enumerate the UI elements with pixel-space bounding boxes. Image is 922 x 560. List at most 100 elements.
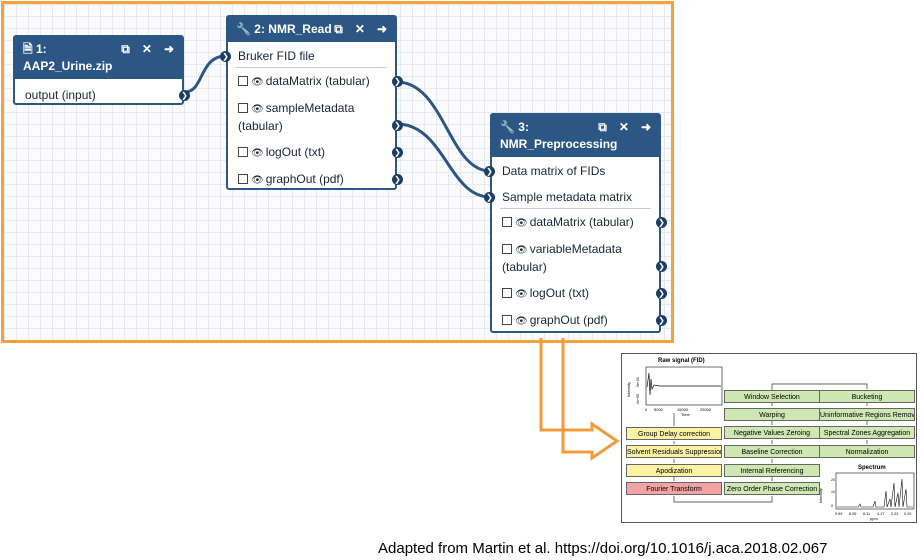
spectrum-ytick: 0: [831, 504, 833, 508]
raw-xtick: 0: [645, 407, 648, 412]
input-label: Bruker FID file: [238, 49, 315, 63]
input-label: Sample metadata matrix: [502, 190, 633, 204]
spectrum-xtick: 8.05: [849, 512, 856, 516]
checkbox[interactable]: [238, 76, 248, 86]
output-terminal[interactable]: ❯: [656, 315, 667, 326]
wire-n2-n3-samplemetadata: [396, 122, 491, 199]
spectrum-ylabel: Intensity: [818, 488, 823, 503]
checkbox[interactable]: [502, 244, 512, 254]
checkbox[interactable]: [502, 315, 512, 325]
raw-ylabel: Intensity: [626, 382, 631, 397]
spectrum-ytick: 10: [831, 490, 835, 494]
node-1-title-step: 1:: [36, 42, 47, 56]
step-internal-referencing: Internal Referencing: [724, 464, 820, 477]
output-label-cont: (tabular): [238, 119, 283, 133]
eye-icon[interactable]: 👁: [251, 77, 264, 88]
eye-icon[interactable]: 👁: [515, 245, 528, 256]
output-terminal[interactable]: ❯: [392, 76, 403, 87]
node-2-header[interactable]: 🔧 2: NMR_Read ⧉ ✕ ➜: [228, 17, 395, 42]
node-1-header[interactable]: 🗎 1: AAP2_Urine.zip ⧉ ✕ ➜: [15, 37, 182, 79]
node-1-title-name: AAP2_Urine.zip: [23, 59, 113, 73]
wrench-icon: 🔧: [236, 22, 251, 36]
step-zones-aggregation: Spectral Zones Aggregation: [819, 426, 915, 439]
output-label: sampleMetadata: [265, 101, 355, 115]
output-terminal[interactable]: ❯: [656, 261, 667, 272]
raw-xtick: 15000: [677, 407, 689, 412]
spectrum-xtick: 2.23: [891, 512, 898, 516]
node-3-header[interactable]: 🔧 3: NMR_Preprocessing ⧉ ✕ ➜: [492, 115, 659, 157]
checkbox[interactable]: [502, 288, 512, 298]
arrow-right-icon[interactable]: ➜: [376, 22, 387, 36]
output-row: 👁graphOut (pdf) ❯: [492, 312, 667, 330]
arrow-right-icon[interactable]: ➜: [640, 120, 651, 134]
raw-xtick: 5000: [654, 407, 664, 412]
output-label: graphOut (pdf): [529, 313, 608, 327]
checkbox[interactable]: [502, 217, 512, 227]
output-row: 👁sampleMetadata (tabular) ❯: [228, 100, 403, 135]
output-label: dataMatrix (tabular): [265, 74, 370, 88]
raw-ytick: 5e+05: [636, 377, 640, 387]
output-label: logOut (txt): [529, 286, 590, 300]
copy-icon[interactable]: ⧉: [121, 42, 130, 56]
spectrum-xlabel: ppm: [870, 516, 878, 521]
output-row: 👁variableMetadata (tabular) ❯: [492, 241, 667, 276]
output-terminal[interactable]: ❯: [656, 217, 667, 228]
preprocessing-figure: Raw signal (FID) Intensity 5e+05 -4e+05 …: [621, 353, 917, 523]
eye-icon[interactable]: 👁: [515, 218, 528, 229]
arrow-right-icon[interactable]: ➜: [163, 42, 174, 56]
output-terminal[interactable]: ❯: [179, 90, 190, 101]
divider: [500, 208, 651, 209]
checkbox[interactable]: [238, 147, 248, 157]
divider: [236, 67, 387, 68]
eye-icon[interactable]: 👁: [251, 148, 264, 159]
node-nmr-read[interactable]: 🔧 2: NMR_Read ⧉ ✕ ➜ ❯ Bruker FID file 👁d…: [220, 15, 403, 190]
raw-ytick: -4e+05: [636, 394, 640, 405]
eye-icon[interactable]: 👁: [251, 104, 264, 115]
output-label: output (input): [25, 88, 96, 102]
copy-icon[interactable]: ⧉: [334, 22, 343, 36]
output-label: logOut (txt): [265, 145, 326, 159]
input-terminal[interactable]: ❯: [220, 51, 231, 62]
raw-signal-title: Raw signal (FID): [658, 358, 705, 364]
output-row: 👁dataMatrix (tabular) ❯: [492, 214, 667, 232]
output-terminal[interactable]: ❯: [392, 147, 403, 158]
step-apodization: Apodization: [626, 464, 722, 477]
copy-icon[interactable]: ⧉: [598, 120, 607, 134]
close-icon[interactable]: ✕: [618, 120, 629, 134]
input-row: ❯ Sample metadata matrix: [484, 189, 659, 206]
step-bucketing: Bucketing: [819, 390, 915, 403]
raw-xtick: 25000: [700, 407, 712, 412]
close-icon[interactable]: ✕: [141, 42, 152, 56]
node-2-title: 2: NMR_Read: [254, 22, 332, 36]
eye-icon[interactable]: 👁: [515, 289, 528, 300]
input-terminal[interactable]: ❯: [484, 192, 495, 203]
spectrum-ytick: 20: [831, 478, 835, 482]
step-solvent-suppression: Solvent Residuals Suppression: [626, 445, 722, 458]
eye-icon[interactable]: 👁: [515, 316, 528, 327]
node-input-dataset[interactable]: 🗎 1: AAP2_Urine.zip ⧉ ✕ ➜ output (input)…: [13, 35, 190, 105]
workflow-canvas[interactable]: 🗎 1: AAP2_Urine.zip ⧉ ✕ ➜ output (input)…: [1, 1, 674, 343]
wire-n2-n3-datamatrix: [396, 80, 491, 173]
output-row: 👁logOut (txt) ❯: [228, 144, 403, 162]
output-label: variableMetadata: [529, 242, 622, 256]
output-row: 👁dataMatrix (tabular) ❯: [228, 73, 403, 91]
close-icon[interactable]: ✕: [354, 22, 365, 36]
wrench-icon: 🔧: [500, 120, 515, 134]
file-icon: 🗎: [23, 42, 33, 56]
checkbox[interactable]: [238, 103, 248, 113]
input-label: Data matrix of FIDs: [502, 164, 606, 178]
output-terminal[interactable]: ❯: [392, 120, 403, 131]
eye-icon[interactable]: 👁: [251, 175, 264, 186]
connection-wires: [184, 54, 491, 199]
input-row: ❯ Data matrix of FIDs: [484, 163, 659, 180]
raw-signal-plot: Intensity 5e+05 -4e+05 0 5000 15000 2500…: [626, 366, 723, 417]
checkbox[interactable]: [238, 174, 248, 184]
input-terminal[interactable]: ❯: [484, 166, 495, 177]
node-nmr-preprocessing[interactable]: 🔧 3: NMR_Preprocessing ⧉ ✕ ➜ ❯ Data matr…: [484, 113, 667, 333]
output-terminal[interactable]: ❯: [656, 288, 667, 299]
output-row: 👁graphOut (pdf) ❯: [228, 171, 403, 189]
spectrum-xtick: 4.17: [877, 512, 884, 516]
output-terminal[interactable]: ❯: [392, 174, 403, 185]
citation-credit: Adapted from Martin et al. https://doi.o…: [378, 540, 828, 557]
input-row: ❯ Bruker FID file: [220, 48, 395, 65]
